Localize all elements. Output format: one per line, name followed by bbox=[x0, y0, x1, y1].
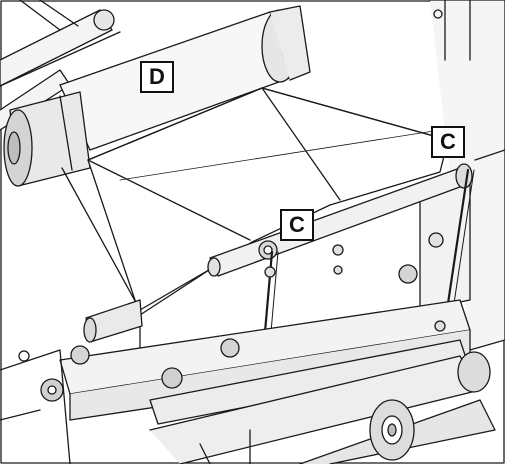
guide-rod bbox=[207, 163, 473, 277]
fastener-details bbox=[18, 244, 446, 362]
lower-rod bbox=[83, 299, 143, 343]
bottom-rollers bbox=[149, 351, 496, 464]
callout-label-c-center: C bbox=[280, 209, 314, 241]
bottom-carriage bbox=[0, 264, 471, 464]
callout-label-d: D bbox=[140, 61, 174, 93]
top-roller bbox=[59, 5, 311, 151]
left-roller-end bbox=[3, 91, 91, 187]
callout-label-c-right: C bbox=[431, 126, 465, 158]
web-sheet bbox=[61, 87, 449, 371]
